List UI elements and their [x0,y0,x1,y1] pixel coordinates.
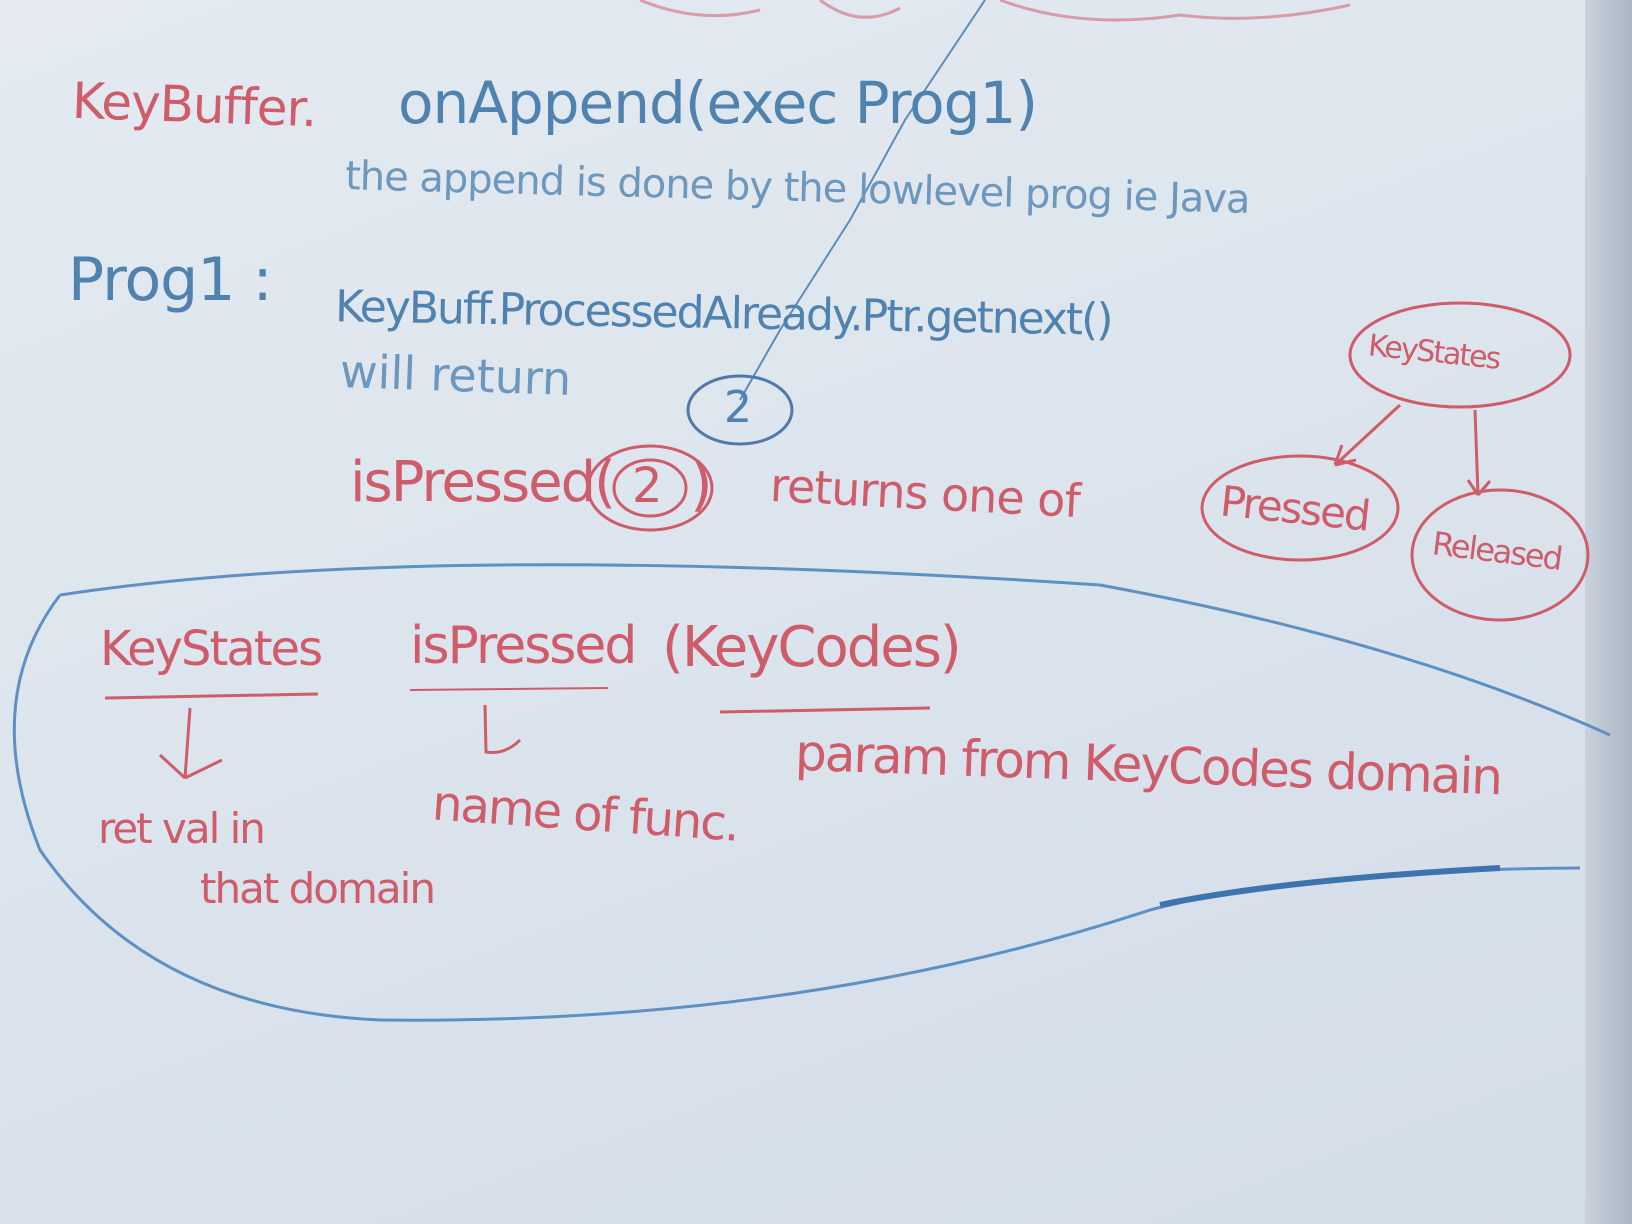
returns-one-of-text: returns one of [768,457,1081,529]
signature-param: (KeyCodes) [662,615,962,680]
note-func-name: name of func. [430,775,740,853]
note-return-value-2: that domain [200,864,436,913]
page-edge [1585,0,1632,1224]
keybuff-getnext-call: KeyBuff.ProcessedAlready.Ptr.getnext() [334,281,1112,346]
top-cutoff-strokes [639,0,1351,22]
loop-heavy-stroke [1159,865,1501,908]
signature-func-name: isPressed [410,616,637,676]
circled-value-blue: 2 [724,382,752,433]
released-node-label: Released [1430,524,1564,578]
note-param-domain: param from KeyCodes domain [794,723,1503,807]
keystates-node-label: KeyStates [1366,328,1501,377]
onappend-call: onAppend(exec Prog1) [398,69,1038,137]
append-comment: the append is done by the lowlevel prog … [344,153,1251,223]
signature-return-type: KeyStates [100,621,323,677]
arrow-to-pressed [1333,403,1402,467]
ispressed-call-suffix: ) [690,450,713,518]
note-return-value: ret val in [98,804,266,853]
arrow-to-released [1466,409,1492,496]
underline-keycodes [719,706,931,714]
underline-ispressed [409,687,609,691]
pressed-node-label: Pressed [1217,476,1372,541]
ispressed-call-prefix: isPressed( [350,450,616,515]
arrow-func [483,704,522,754]
underline-keystates [104,692,319,700]
prog1-label: Prog1 : [68,245,273,315]
will-return-text: will return [339,343,573,407]
circled-value-red: 2 [632,458,663,514]
keybuffer-label: KeyBuffer. [71,71,318,139]
arrow-return [158,707,223,780]
